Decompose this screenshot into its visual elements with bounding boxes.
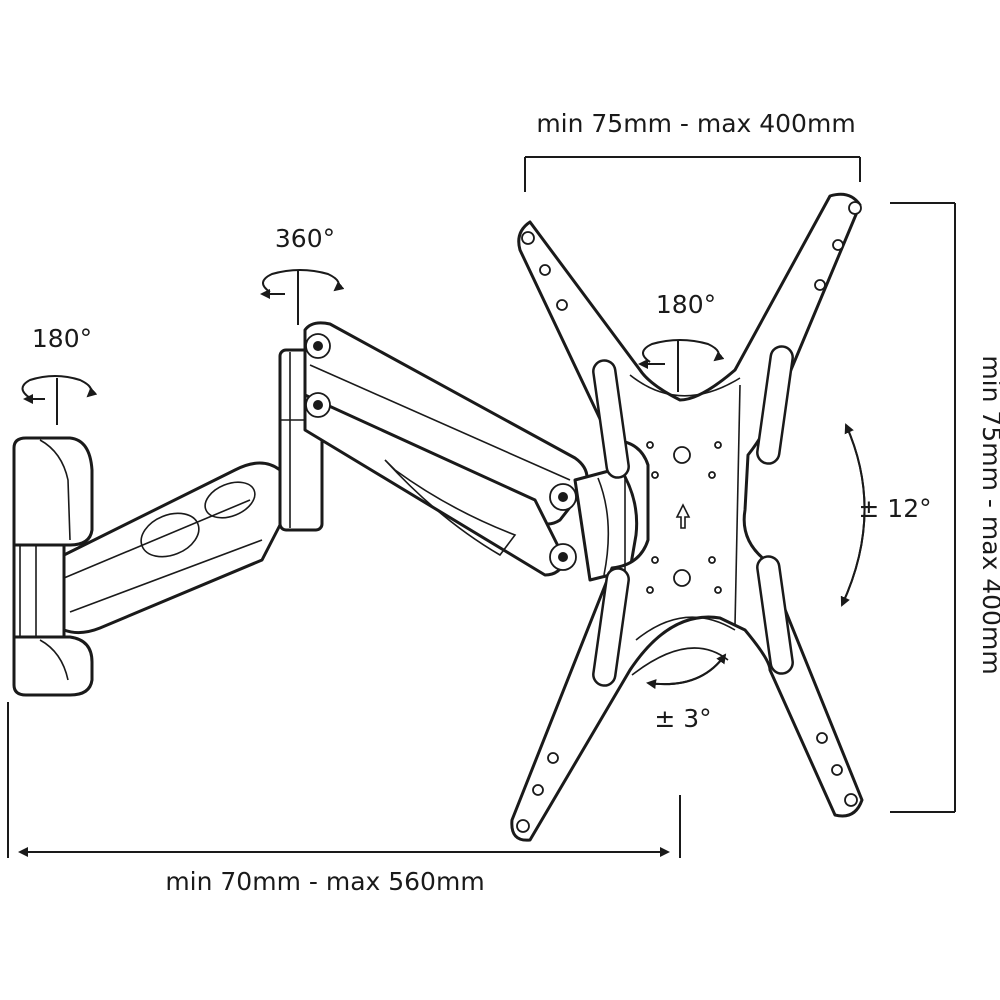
wall-swivel-symbol [21, 375, 98, 425]
arm-extension-label: min 70mm - max 560mm [165, 867, 484, 896]
arm-joint-label: 360° [275, 224, 335, 253]
vesa-plate [510, 192, 864, 842]
extension-dimension [7, 702, 681, 858]
level-adjust-label: ± 3° [654, 704, 711, 733]
tilt-label: ± 12° [858, 494, 931, 523]
arm-joint-symbol [260, 269, 345, 325]
tilt-arc [840, 423, 866, 607]
plate-swivel-label: 180° [656, 290, 716, 319]
upper-arm [303, 321, 589, 577]
plate-width-dimension [524, 156, 861, 192]
plate-height-label: min 75mm - max 400mm [977, 355, 1000, 674]
plate-height-dimension [890, 202, 956, 813]
plate-swivel-symbol [638, 339, 725, 392]
wall-swivel-label: 180° [32, 324, 92, 353]
level-adjust-arc [646, 653, 727, 690]
wall-bracket [12, 436, 94, 697]
lower-arm [62, 461, 282, 635]
plate-width-label: min 75mm - max 400mm [536, 109, 855, 138]
